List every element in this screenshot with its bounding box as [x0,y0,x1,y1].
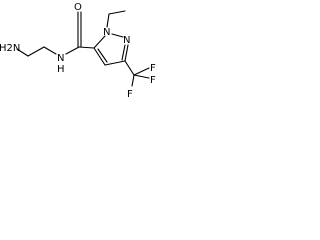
bond-amine-c1 [16,48,29,57]
bond-c5-c4 [93,47,106,66]
bond-c1-c2 [27,46,45,57]
fluorine-right-label: F [150,75,156,86]
bond-nh-carbonyl [65,46,80,55]
fluorine-bottom-label: F [127,89,133,100]
amide-nitrogen-label: N [57,53,64,64]
bond-ethyl-c1-c2 [108,10,126,15]
bond-c5-c4-inner [97,48,108,63]
amide-hydrogen-label: H [57,64,65,75]
bond-c3-n2-b [121,44,126,61]
structure-diagram: H2N N H O N N F F F [0,2,156,100]
bond-c3-n2-a [124,44,129,62]
ring-nitrogen-2-label: N [123,35,130,46]
ring-nitrogen-1-label: N [103,27,110,38]
fluorine-top-label: F [150,63,156,74]
bond-carbonyl-ring [78,46,95,49]
carbonyl-oxygen-label: O [74,2,82,13]
bond-n2-n1 [111,33,124,38]
bond-c3-cf3 [124,60,135,76]
bond-c4-c3 [104,60,126,66]
bond-c5-n1 [93,35,106,49]
amine-label: H2N [0,43,20,54]
bond-n1-ethyl-c1 [106,13,110,28]
bond-cf3-f-bottom [131,74,135,87]
bond-cf3-f-top [133,67,150,76]
bond-c2-nh [43,46,57,55]
bond-cf3-f-right [133,74,150,79]
